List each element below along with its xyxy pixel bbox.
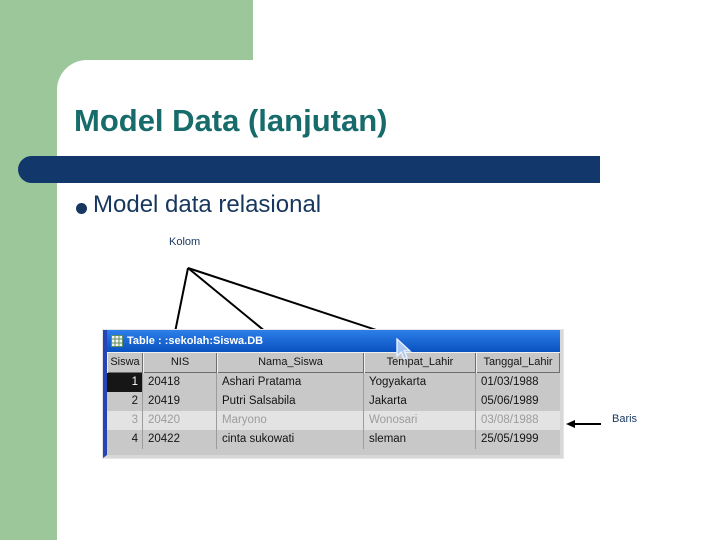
column-header-tanggal_lahir[interactable]: Tanggal_Lahir	[476, 352, 560, 373]
kolom-annotation-label: Kolom	[169, 236, 201, 248]
cell-tanggal[interactable]: 03/08/1988	[476, 411, 560, 430]
cell-num[interactable]: 1	[107, 373, 143, 392]
cell-num[interactable]: 3	[107, 411, 143, 430]
cell-nama[interactable]: Putri Salsabila	[217, 392, 364, 411]
column-header-nis[interactable]: NIS	[143, 352, 217, 373]
cell-tanggal[interactable]: 25/05/1999	[481, 433, 539, 445]
cell-tempat[interactable]: sleman	[364, 430, 476, 449]
cell-tanggal[interactable]: 01/03/1988	[481, 376, 539, 388]
cell-nis[interactable]: 20422	[143, 430, 217, 449]
cell-tempat[interactable]: Jakarta	[364, 392, 476, 411]
baris-annotation-label: Baris	[612, 413, 638, 425]
window-title: Table : :sekolah:Siswa.DB	[127, 335, 264, 347]
cell-nama[interactable]: Maryono	[217, 411, 364, 430]
title-underline-bar	[18, 156, 600, 183]
column-header-siswa[interactable]: Siswa	[107, 352, 143, 373]
cell-num[interactable]: 2	[107, 392, 143, 411]
cell-nis[interactable]: 20420	[143, 411, 217, 430]
cell-nama[interactable]: Ashari Pratama	[217, 373, 364, 392]
bullet-text: Model data relasional	[93, 191, 322, 218]
cell-tempat[interactable]: Wonosari	[364, 411, 476, 430]
page-title: Model Data (lanjutan)	[74, 103, 388, 138]
cell-tanggal[interactable]: 05/06/1989	[481, 395, 539, 407]
cell-nis[interactable]: 20419	[143, 392, 217, 411]
window-titlebar[interactable]: Table : :sekolah:Siswa.DB	[107, 330, 560, 352]
column-header-tempat_lahir[interactable]: Tempat_Lahir	[364, 352, 476, 373]
table-grid-icon	[111, 335, 123, 347]
bullet-dot-icon	[76, 203, 87, 214]
cell-tempat[interactable]: Yogyakarta	[364, 373, 476, 392]
cell-nis[interactable]: 20418	[143, 373, 217, 392]
cell-nama[interactable]: cinta sukowati	[217, 430, 364, 449]
column-header-nama_siswa[interactable]: Nama_Siswa	[217, 352, 364, 373]
cell-num[interactable]: 4	[107, 430, 143, 449]
